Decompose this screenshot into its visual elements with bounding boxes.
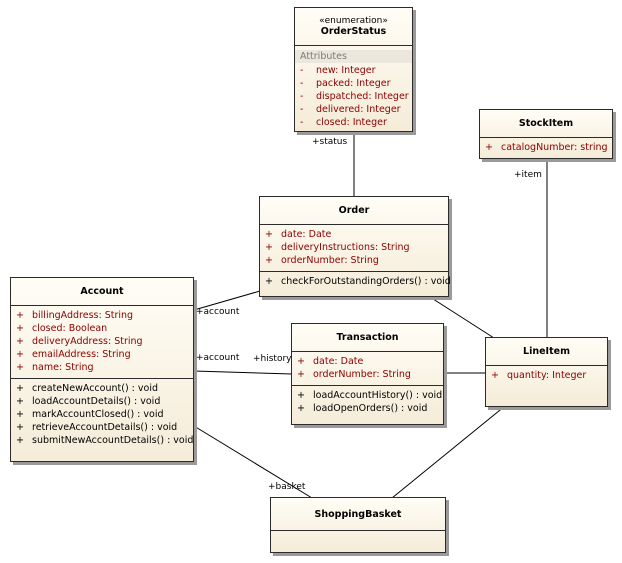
attribute-row[interactable]: +deliveryInstructions: String bbox=[265, 242, 410, 253]
operation-row[interactable]: +retrieveAccountDetails() : void bbox=[16, 422, 178, 433]
role-label-item: +item bbox=[514, 170, 542, 180]
class-name: StockItem bbox=[518, 118, 574, 129]
assoc-order-lineitem[interactable] bbox=[429, 296, 495, 339]
assoc-account-shoppingbasket[interactable] bbox=[193, 425, 313, 499]
class-transaction[interactable]: Transaction +date: Date +orderNumber: St… bbox=[291, 323, 444, 425]
class-header: LineItem bbox=[486, 338, 607, 366]
attribute-row[interactable]: +orderNumber: String bbox=[297, 369, 411, 380]
attribute-row[interactable]: +quantity: Integer bbox=[491, 370, 587, 381]
class-account[interactable]: Account +billingAddress: String +closed:… bbox=[10, 277, 194, 462]
operations-section: +checkForOutstandingOrders() : void bbox=[260, 272, 451, 292]
attribute-row[interactable]: +closed: Boolean bbox=[16, 323, 108, 334]
operation-row[interactable]: +loadOpenOrders() : void bbox=[297, 403, 428, 414]
attribute-row[interactable]: -closed: Integer bbox=[300, 117, 387, 128]
stereotype-label: «enumeration» bbox=[319, 16, 388, 26]
class-lineitem[interactable]: LineItem +quantity: Integer bbox=[485, 337, 608, 407]
attribute-row[interactable]: -delivered: Integer bbox=[300, 104, 401, 115]
class-shoppingbasket[interactable]: ShoppingBasket bbox=[270, 497, 446, 553]
class-header: Order bbox=[260, 197, 448, 225]
attribute-row[interactable]: -packed: Integer bbox=[300, 78, 391, 89]
class-stockitem[interactable]: StockItem +catalogNumber: string bbox=[479, 109, 613, 159]
operation-row[interactable]: +loadAccountDetails() : void bbox=[16, 396, 161, 407]
empty-section bbox=[271, 531, 445, 553]
operation-row[interactable]: +createNewAccount() : void bbox=[16, 383, 158, 394]
assoc-account-order[interactable] bbox=[193, 290, 261, 311]
class-name: LineItem bbox=[523, 346, 570, 357]
attribute-row[interactable]: +emailAddress: String bbox=[16, 349, 131, 360]
role-label-status: +status bbox=[312, 137, 348, 147]
attributes-section: +quantity: Integer bbox=[486, 366, 607, 386]
operation-row[interactable]: +submitNewAccountDetails() : void bbox=[16, 435, 194, 446]
operation-row[interactable]: +markAccountClosed() : void bbox=[16, 409, 164, 420]
assoc-lineitem-shoppingbasket[interactable] bbox=[391, 405, 506, 499]
attributes-section: Attributes -new: Integer -packed: Intege… bbox=[295, 46, 412, 133]
attributes-section: +date: Date +deliveryInstructions: Strin… bbox=[260, 225, 448, 272]
operations-section: +createNewAccount() : void +loadAccountD… bbox=[11, 379, 193, 451]
attribute-row[interactable]: +deliveryAddress: String bbox=[16, 336, 143, 347]
attribute-row[interactable]: -new: Integer bbox=[300, 65, 376, 76]
operation-row[interactable]: +loadAccountHistory() : void bbox=[297, 390, 443, 401]
class-name: ShoppingBasket bbox=[314, 508, 402, 520]
operations-section: +loadAccountHistory() : void +loadOpenOr… bbox=[292, 386, 443, 419]
class-header: Account bbox=[11, 278, 193, 306]
role-label-history: +history bbox=[253, 354, 292, 364]
attribute-row[interactable]: +orderNumber: String bbox=[265, 255, 379, 266]
attributes-section: +billingAddress: String +closed: Boolean… bbox=[11, 306, 193, 379]
class-header: ShoppingBasket bbox=[271, 498, 445, 531]
attribute-row[interactable]: +name: String bbox=[16, 362, 94, 373]
role-label-basket: +basket bbox=[268, 482, 306, 492]
operation-row[interactable]: +checkForOutstandingOrders() : void bbox=[265, 276, 451, 287]
attribute-row[interactable]: +date: Date bbox=[265, 229, 332, 240]
class-name: Account bbox=[80, 286, 124, 297]
assoc-account-transaction[interactable] bbox=[193, 370, 293, 375]
attribute-row[interactable]: +date: Date bbox=[297, 356, 364, 367]
attribute-row[interactable]: +billingAddress: String bbox=[16, 310, 134, 321]
section-title: Attributes bbox=[295, 50, 412, 63]
class-header: Transaction bbox=[292, 324, 443, 352]
role-label-account-order: +account bbox=[196, 307, 240, 317]
class-header: «enumeration» OrderStatus bbox=[295, 8, 412, 46]
attributes-section: +date: Date +orderNumber: String bbox=[292, 352, 443, 386]
attribute-row[interactable]: +catalogNumber: string bbox=[485, 142, 608, 153]
class-name: Order bbox=[338, 205, 370, 216]
attribute-row[interactable]: -dispatched: Integer bbox=[300, 91, 409, 102]
role-label-account-transaction: +account bbox=[196, 353, 240, 363]
class-order[interactable]: Order +date: Date +deliveryInstructions:… bbox=[259, 196, 451, 297]
class-orderstatus[interactable]: «enumeration» OrderStatus Attributes -ne… bbox=[294, 7, 413, 132]
class-name: Transaction bbox=[336, 332, 399, 343]
attributes-section: +catalogNumber: string bbox=[480, 138, 612, 158]
class-header: StockItem bbox=[480, 110, 612, 138]
class-name: OrderStatus bbox=[320, 26, 387, 37]
